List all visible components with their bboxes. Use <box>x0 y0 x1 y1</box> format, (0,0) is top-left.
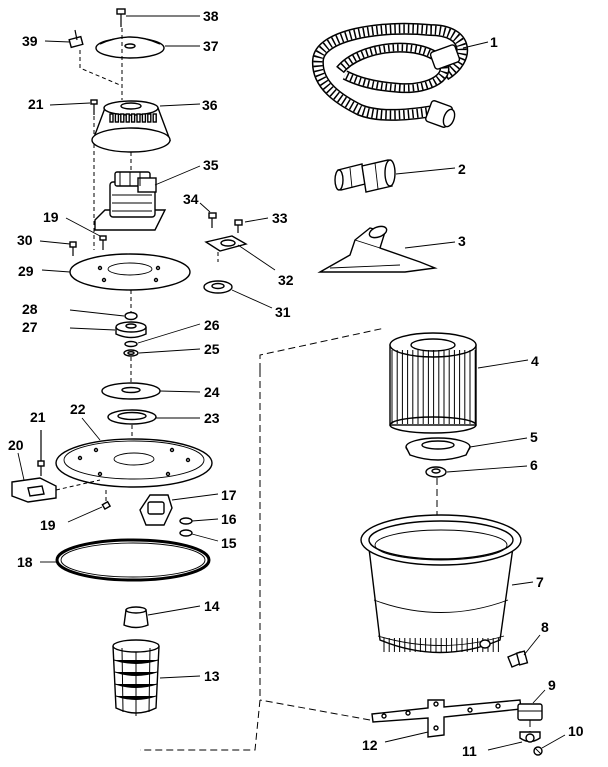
label-19-top: 19 <box>43 209 59 225</box>
part-23-gasket <box>107 409 157 425</box>
label-13: 13 <box>204 668 220 684</box>
label-9: 9 <box>548 677 556 693</box>
label-2: 2 <box>458 161 466 177</box>
label-11: 11 <box>462 743 477 759</box>
part-21-screw-top <box>90 99 98 115</box>
assembly-bracket-caster <box>259 699 371 721</box>
part-2-adapter <box>334 159 396 193</box>
label-27: 27 <box>22 319 38 335</box>
part-4-filter <box>389 332 477 434</box>
label-18: 18 <box>17 554 33 570</box>
part-21-screw-lower <box>37 430 45 476</box>
part-9-caster <box>517 703 543 735</box>
part-39-switch <box>68 29 84 49</box>
label-6: 6 <box>530 457 538 473</box>
part-32-bracket <box>204 235 248 262</box>
label-37: 37 <box>203 38 219 54</box>
part-36-cover-vents <box>109 113 157 123</box>
label-30: 30 <box>17 232 33 248</box>
label-24: 24 <box>204 384 220 400</box>
label-14: 14 <box>204 598 220 614</box>
label-31: 31 <box>275 304 291 320</box>
label-28: 28 <box>22 301 38 317</box>
part-37-cap <box>95 36 165 59</box>
label-3: 3 <box>458 233 466 249</box>
label-35: 35 <box>203 157 219 173</box>
part-19-screw-top <box>99 235 107 250</box>
part-36-motor-cover <box>91 100 172 153</box>
part-15-washer <box>179 529 193 537</box>
part-25-washer <box>123 349 139 357</box>
part-11-caster-wheel <box>519 731 541 743</box>
label-33: 33 <box>272 210 288 226</box>
label-17: 17 <box>221 487 237 503</box>
label-34: 34 <box>183 191 199 207</box>
part-16-nut <box>179 517 193 525</box>
part-10-screw <box>533 746 543 756</box>
label-32: 32 <box>278 272 294 288</box>
label-1: 1 <box>490 34 498 50</box>
part-8-drain-plug <box>507 650 529 668</box>
label-36: 36 <box>202 97 218 113</box>
label-23: 23 <box>204 410 220 426</box>
part-7-tank-base <box>383 638 499 652</box>
part-17-float-valve <box>139 494 173 526</box>
label-26: 26 <box>204 317 220 333</box>
label-4: 4 <box>531 353 539 369</box>
part-34-screw <box>208 212 217 228</box>
part-5-filter-cap <box>405 437 471 461</box>
part-13-float-cage <box>112 639 160 716</box>
label-39: 39 <box>22 33 38 49</box>
label-5: 5 <box>530 429 538 445</box>
part-1-hose <box>311 22 469 128</box>
part-30-screw <box>69 241 77 256</box>
part-22-lid <box>55 438 213 488</box>
part-20-latch <box>11 477 57 503</box>
part-7-tank <box>360 514 522 654</box>
label-12: 12 <box>362 737 378 753</box>
part-29-motor-plate <box>69 253 191 291</box>
label-21-lower: 21 <box>30 409 46 425</box>
part-19-screw-lower <box>101 490 112 511</box>
part-38-screw <box>116 8 126 27</box>
part-28-nut <box>124 311 138 321</box>
part-27-impeller-hub <box>115 321 147 339</box>
label-25: 25 <box>204 341 220 357</box>
part-14-float <box>123 606 149 629</box>
label-10: 10 <box>568 723 584 739</box>
switch-lead-line <box>79 50 121 86</box>
part-26-washer <box>124 340 138 348</box>
part-33-screw <box>234 219 243 233</box>
part-6-nut <box>425 466 447 478</box>
part-35-motor <box>94 171 167 231</box>
part-12-caster-frame <box>371 699 522 738</box>
label-16: 16 <box>221 511 237 527</box>
part-18-lid-gasket <box>55 538 211 582</box>
assembly-bracket-top <box>259 327 386 370</box>
label-29: 29 <box>18 263 34 279</box>
part-3-floor-nozzle <box>317 225 438 273</box>
label-15: 15 <box>221 535 237 551</box>
part-24-fan <box>101 382 161 400</box>
label-7: 7 <box>536 574 544 590</box>
assembly-bracket-bottom <box>140 699 261 751</box>
label-21-top: 21 <box>28 96 44 112</box>
label-8: 8 <box>541 619 549 635</box>
label-20: 20 <box>8 437 24 453</box>
label-22: 22 <box>70 401 86 417</box>
label-19-lower: 19 <box>40 517 56 533</box>
part-4-filter-pleats <box>391 350 476 424</box>
part-31-washer <box>203 280 233 294</box>
label-38: 38 <box>203 8 219 24</box>
